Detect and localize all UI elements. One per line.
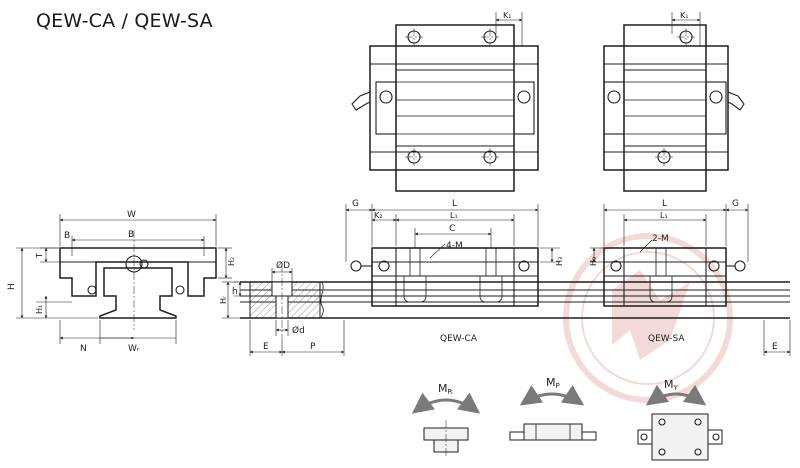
moment-pitch-diagram xyxy=(509,385,597,441)
g-label-sa: G xyxy=(732,199,739,209)
wr-label: Wᵣ xyxy=(128,344,140,354)
moment-roll-diagram xyxy=(411,392,481,456)
l-label-ca: L xyxy=(452,199,457,209)
two-m-label: 2-M xyxy=(652,234,669,244)
moment-yaw-diagram xyxy=(637,384,723,461)
h2-label: H₂ xyxy=(227,257,236,266)
h3-label-sa: H₃ xyxy=(589,257,598,266)
g-label-ca: G xyxy=(352,199,359,209)
side-view-rail xyxy=(222,264,791,356)
l1-label-ca: L₁ xyxy=(450,211,458,220)
l1-label-sa: L₁ xyxy=(660,211,668,220)
l-label-sa: L xyxy=(662,199,667,209)
h-label: H xyxy=(7,283,17,290)
top-view-ca xyxy=(351,12,539,192)
b-small-label: B xyxy=(64,231,70,241)
n-label: N xyxy=(80,344,87,354)
h3-label-ca: H₃ xyxy=(555,257,564,266)
top-view-sa xyxy=(603,12,745,192)
e-right-label: E xyxy=(772,342,778,352)
k1-label-ca: K₁ xyxy=(503,11,511,20)
od-top-label: ØD xyxy=(276,260,290,271)
k1-label-sa: K₁ xyxy=(680,11,688,20)
page-title: QEW-CA / QEW-SA xyxy=(36,10,213,32)
moment-my-label: MY xyxy=(664,378,679,392)
side-view-sa xyxy=(590,204,749,307)
end-view xyxy=(16,214,232,344)
four-m-label: 4-M xyxy=(446,241,463,251)
moment-mr-label: MR xyxy=(438,382,453,396)
p-label: P xyxy=(310,342,316,352)
hr-label: Hᵣ xyxy=(219,295,228,304)
side-view-ca xyxy=(345,204,560,307)
h-rail-label: h xyxy=(232,287,238,297)
e-left-label: E xyxy=(263,342,269,352)
w-label: W xyxy=(127,210,136,220)
b-label: B xyxy=(128,230,134,240)
c-label: C xyxy=(449,224,455,234)
t-label: T xyxy=(35,253,44,259)
od-bottom-label: Ød xyxy=(292,325,305,336)
k2-label: K₂ xyxy=(374,211,382,220)
qew-ca-caption: QEW-CA xyxy=(440,334,478,344)
qew-sa-caption: QEW-SA xyxy=(648,334,685,344)
moment-mp-label: MP xyxy=(546,376,560,390)
h1-label: H₁ xyxy=(35,305,44,314)
